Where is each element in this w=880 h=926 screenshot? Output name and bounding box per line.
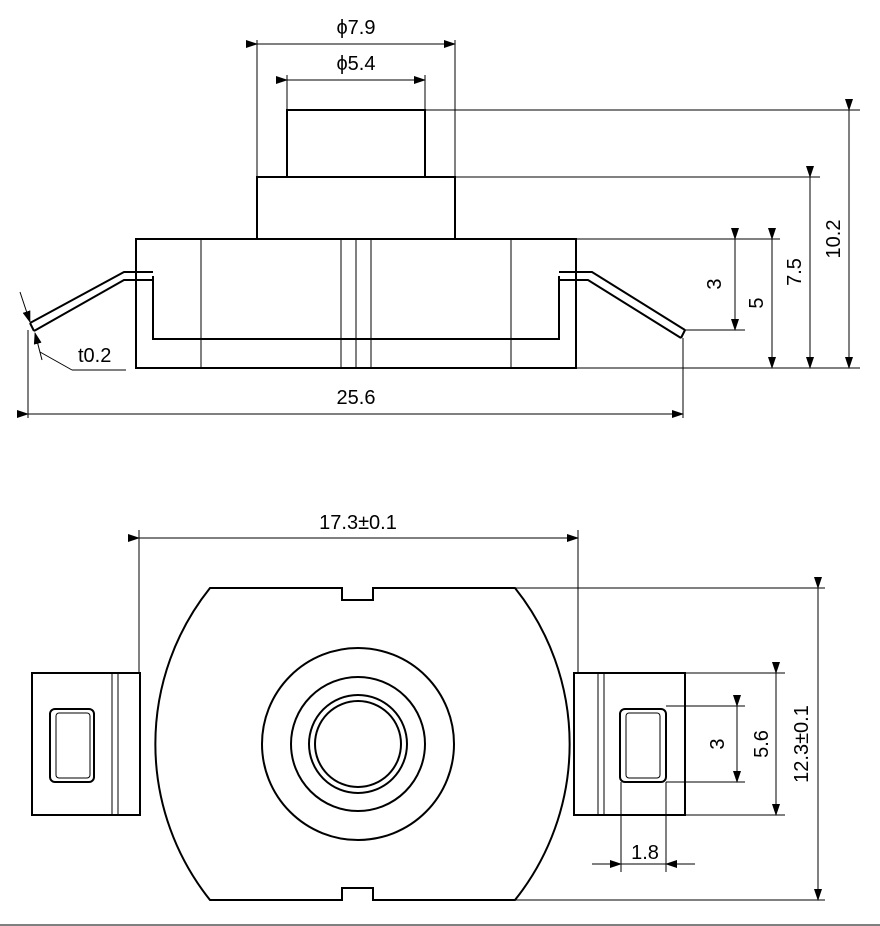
terminal-left xyxy=(29,271,153,324)
top-view: 17.3±0.1 12.3±0.1 5.6 3 1.8 xyxy=(31,512,825,901)
dim-outer-diameter: ϕ7.9 xyxy=(336,17,375,39)
tab-left xyxy=(31,672,141,816)
dim-slot-height: 3 xyxy=(707,738,729,749)
dim-tab-width: 5.6 xyxy=(751,730,773,758)
plunger-top xyxy=(286,109,426,178)
collar-inner-circle xyxy=(290,676,426,812)
dim-body-height-top: 12.3±0.1 xyxy=(791,705,813,783)
dim-tab-height: 3 xyxy=(704,278,726,289)
dim-total-height: 10.2 xyxy=(823,220,845,259)
side-view: ϕ7.9 ϕ5.4 10.2 7.5 5 3 t0.2 25.6 xyxy=(17,17,860,418)
terminal-left-inner xyxy=(33,279,153,332)
switch-body-top xyxy=(154,587,571,901)
terminal-right-inner xyxy=(559,279,682,339)
collar-outer-circle xyxy=(261,647,455,841)
dim-thickness: t0.2 xyxy=(78,345,111,367)
plunger-circle xyxy=(308,694,408,794)
dim-total-width: 25.6 xyxy=(337,387,376,409)
dim-body-width: 17.3±0.1 xyxy=(319,512,397,534)
slot-left xyxy=(49,708,95,783)
plunger-collar xyxy=(256,176,456,240)
terminal-right xyxy=(559,271,686,331)
dim-inner-diameter: ϕ5.4 xyxy=(336,53,375,75)
dim-base-height: 5 xyxy=(746,297,768,308)
dim-slot-width: 1.8 xyxy=(631,842,659,864)
tab-right xyxy=(573,672,686,816)
dim-body-height: 7.5 xyxy=(784,258,806,286)
plunger-inner-circle xyxy=(314,700,402,788)
slot-right xyxy=(619,708,667,783)
